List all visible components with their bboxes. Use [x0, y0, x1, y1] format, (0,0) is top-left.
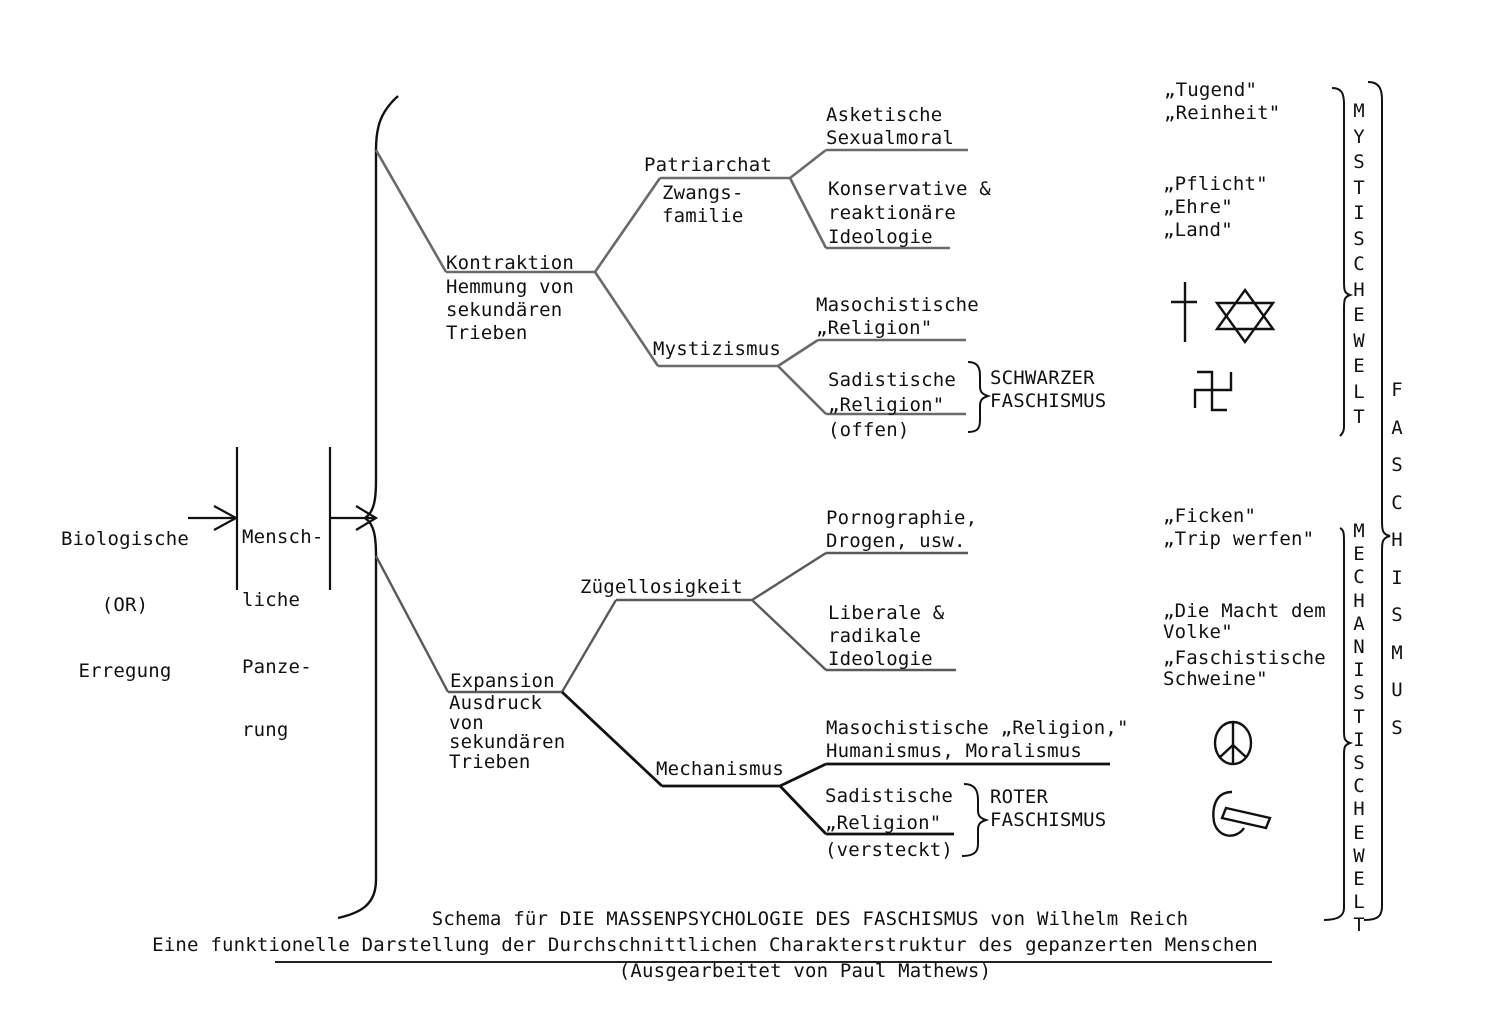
- leaf-liberale: Liberale & radikale Ideologie: [828, 602, 945, 670]
- root-line3: Erregung: [78, 660, 172, 682]
- lower-branches-gray: [374, 551, 968, 694]
- caption-line2: Eine funktionelle Darstellung der Durchs…: [152, 934, 1258, 956]
- peace-sign-icon: [1213, 720, 1253, 766]
- contraction-desc: Hemmung von sekundären Trieben: [446, 276, 575, 344]
- main-brace: [337, 95, 399, 920]
- armor-line2: liche: [242, 589, 301, 611]
- slogan-pflicht: „Pflicht" „Ehre" „Land": [1163, 173, 1268, 241]
- patriarchat-title: Patriarchat: [644, 154, 773, 176]
- leaf-sadist-mystic: Sadistische „Religion" (offen): [828, 369, 957, 441]
- leaf-porno: Pornographie, Drogen, usw.: [826, 507, 978, 552]
- armor-node: Mensch- liche Panze- rung: [242, 485, 323, 783]
- swastika-icon: [1193, 370, 1233, 412]
- cross-icon: [1171, 282, 1197, 342]
- mechanistic-world-label: MECHANISTISCHE WELT: [1353, 520, 1377, 937]
- armor-line1: Mensch-: [242, 526, 324, 548]
- leaf-asketische: Asketische Sexualmoral: [826, 104, 955, 149]
- mechanistic-world-brace: [1323, 527, 1354, 921]
- slogan-tugend: „Tugend" „Reinheit": [1164, 79, 1281, 124]
- mystical-world-brace: [1331, 87, 1354, 437]
- leaf-maso-mech: Masochistische „Religion," Humanismus, M…: [826, 717, 1129, 762]
- slogan-schweine: „Faschistische Schweine": [1163, 647, 1326, 690]
- zuegellosigkeit-title: Zügellosigkeit: [580, 576, 743, 598]
- patriarchat-desc: Zwangs- familie: [662, 182, 744, 227]
- mechanismus-title: Mechanismus: [656, 758, 785, 780]
- expansion-title: Expansion: [450, 670, 555, 692]
- red-fascism-label: ROTER FASCHISMUS: [990, 786, 1107, 831]
- black-fascism-label: SCHWARZER FASCHISMUS: [990, 367, 1107, 412]
- contraction-title: Kontraktion: [446, 252, 575, 274]
- caption-line1: Schema für DIE MASSENPSYCHOLOGIE DES FAS…: [431, 908, 1189, 930]
- armor-line3: Panze-: [242, 656, 312, 678]
- leaf-konservative: Konservative & reaktionäre Ideologie: [828, 178, 991, 248]
- root-line1: Biologische: [60, 528, 190, 550]
- black-fascism-brace: [967, 361, 992, 433]
- slogan-ficken: „Ficken" „Trip werfen": [1163, 505, 1315, 550]
- expansion-desc: Ausdruck von sekundären Trieben: [449, 692, 566, 773]
- mystical-world-label: MYSTISCHE WELT: [1353, 100, 1377, 428]
- leaf-sadist-mech: Sadistische „Religion" (versteckt): [825, 785, 954, 861]
- fascism-brace: [1363, 81, 1391, 921]
- fascism-label: FASCHISMUS: [1391, 379, 1403, 739]
- hammer-sickle-icon: [1212, 790, 1272, 837]
- root-line2: (OR): [101, 594, 149, 616]
- output-arrow: [330, 505, 379, 531]
- red-fascism-brace: [961, 783, 990, 857]
- caption-line3: (Ausgearbeitet von Paul Mathews): [618, 960, 992, 982]
- star-of-david-icon: [1214, 287, 1276, 345]
- mystizismus-title: Mystizismus: [653, 338, 782, 360]
- upper-branches: [374, 148, 968, 416]
- lower-branches-dark: [561, 690, 1110, 836]
- armor-line4: rung: [242, 719, 289, 741]
- root-node: Biologische (OR) Erregung: [50, 484, 200, 726]
- leaf-maso-mystic: Masochistische „Religion": [816, 294, 979, 339]
- slogan-macht: „Die Macht dem Volke": [1163, 600, 1326, 643]
